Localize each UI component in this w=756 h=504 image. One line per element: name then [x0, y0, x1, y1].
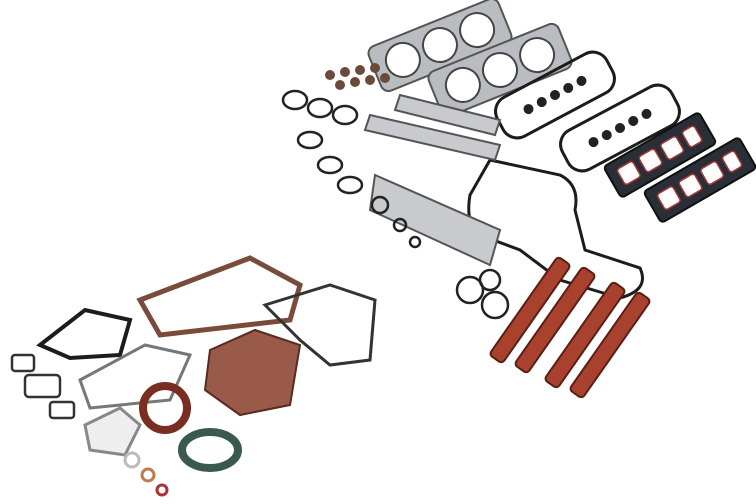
front-crank-seal	[178, 428, 242, 472]
intake-manifold-gasket	[603, 112, 717, 198]
valve-cover-gasket	[494, 50, 616, 140]
thermostat-gasket	[83, 406, 142, 457]
valve-stem-seals	[325, 63, 390, 90]
intake-manifold-gasket	[643, 137, 756, 223]
small-gaskets	[10, 353, 76, 420]
o-rings	[123, 451, 169, 497]
exhaust-manifold-gasket	[363, 93, 502, 267]
front-cover-gasket	[78, 343, 193, 410]
intake-port-gaskets	[281, 89, 510, 320]
water-pump-gasket	[36, 307, 133, 361]
lower-oil-pan-gasket	[136, 255, 303, 338]
timing-cover-gasket	[262, 283, 377, 367]
cylinder-head-gasket	[427, 22, 573, 118]
rear-main-seal	[139, 382, 191, 434]
intake-plenum-gasket	[203, 328, 302, 417]
valve-cover-gasket	[559, 83, 681, 173]
manifold-seal-strips	[489, 256, 651, 399]
